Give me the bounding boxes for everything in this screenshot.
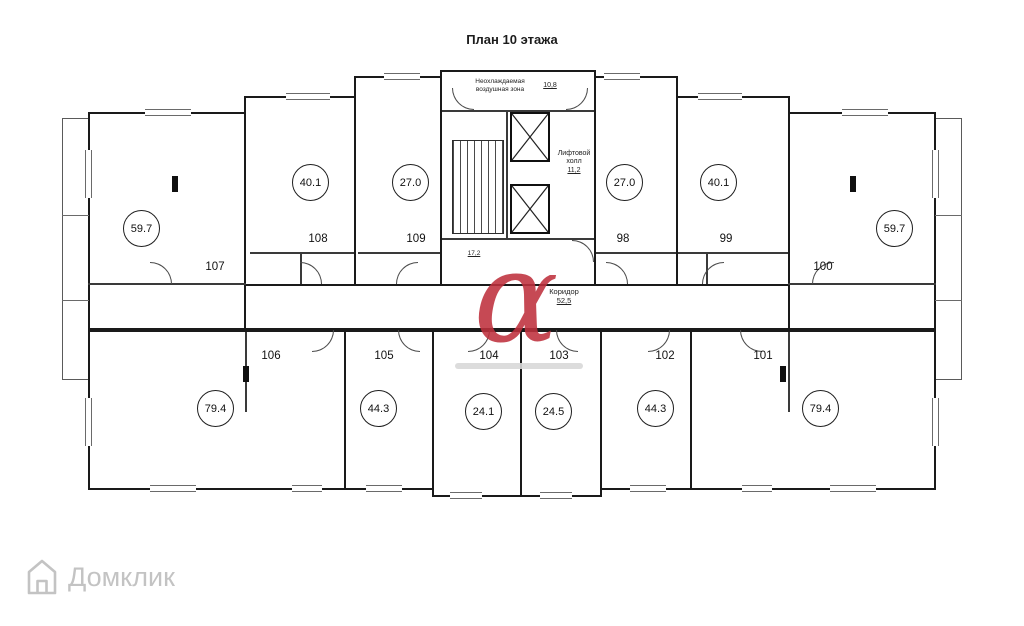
- apartment-number-105: 105: [374, 350, 394, 362]
- elevator-cross-icon: [511, 185, 549, 233]
- corridor-room: [244, 284, 790, 330]
- window-marker: [85, 398, 92, 446]
- balcony-divider: [935, 300, 962, 302]
- apartment-106-room: [88, 330, 346, 490]
- air-zone-line1: Неохлаждаемая: [475, 78, 525, 85]
- elevator-shaft-1: [510, 112, 550, 162]
- window-marker: [145, 109, 191, 116]
- balcony-divider: [935, 215, 962, 217]
- apartment-100-room: [788, 112, 936, 330]
- air-zone-area: 10,8: [543, 82, 557, 89]
- plan-title: План 10 этажа: [466, 32, 558, 47]
- window-marker: [830, 485, 876, 492]
- area-badge-98: 27.0: [606, 164, 643, 201]
- window-marker: [150, 485, 196, 492]
- elevator-hall-line2: холл: [566, 158, 582, 166]
- column-tick: [172, 176, 178, 192]
- window-marker: [932, 398, 939, 446]
- area-badge-100: 59.7: [876, 210, 913, 247]
- window-marker: [932, 150, 939, 198]
- area-badge-103: 24.5: [535, 393, 572, 430]
- window-marker: [630, 485, 666, 492]
- alpha-watermark: α: [473, 224, 559, 371]
- apartment-107-room: [88, 112, 246, 330]
- partition-wall: [788, 332, 790, 412]
- partition-wall: [506, 112, 508, 238]
- window-marker: [698, 93, 742, 100]
- corridor-name: Коридор: [549, 287, 579, 296]
- balcony-left: [62, 118, 89, 380]
- area-badge-109: 27.0: [392, 164, 429, 201]
- air-zone-label: Неохлаждаемая воздушная зона: [462, 78, 538, 94]
- staircase: [452, 140, 504, 234]
- domclick-house-icon: [27, 559, 57, 595]
- partition-wall: [442, 110, 594, 112]
- elevator-shaft-2: [510, 184, 550, 234]
- apartment-number-106: 106: [261, 350, 281, 362]
- partition-wall: [358, 252, 440, 254]
- partition-wall: [788, 283, 936, 285]
- elevator-hall-label: Лифтовой холл 11,2: [552, 150, 596, 175]
- elevator-cross-icon: [511, 113, 549, 161]
- domclick-watermark: Домклик: [26, 558, 175, 596]
- area-badge-101: 79.4: [802, 390, 839, 427]
- window-marker: [85, 150, 92, 198]
- window-marker: [450, 492, 482, 499]
- balcony-divider: [62, 215, 89, 217]
- partition-wall: [250, 252, 354, 254]
- window-marker: [286, 93, 330, 100]
- apartment-number-101: 101: [753, 350, 773, 362]
- partition-wall: [596, 252, 676, 254]
- apartment-number-103: 103: [549, 350, 569, 362]
- apartment-number-107: 107: [205, 261, 225, 273]
- apartment-number-100: 100: [813, 261, 833, 273]
- apartment-number-102: 102: [655, 350, 675, 362]
- partition-wall: [442, 238, 594, 240]
- column-tick: [243, 366, 249, 382]
- balcony-right: [935, 118, 962, 380]
- elevator-hall-line1: Лифтовой: [557, 150, 591, 157]
- window-marker: [842, 109, 888, 116]
- area-badge-106: 79.4: [197, 390, 234, 427]
- column-tick: [850, 176, 856, 192]
- corridor-area: 52,5: [556, 296, 572, 305]
- area-badge-102: 44.3: [637, 390, 674, 427]
- area-badge-99: 40.1: [700, 164, 737, 201]
- elevator-hall-area: 11,2: [567, 166, 581, 174]
- column-tick: [780, 366, 786, 382]
- window-marker: [292, 485, 322, 492]
- air-zone-line2: воздушная зона: [475, 85, 525, 93]
- balcony-divider: [62, 300, 89, 302]
- window-marker: [604, 73, 640, 80]
- apartment-number-108: 108: [308, 233, 328, 245]
- window-marker: [384, 73, 420, 80]
- apartment-number-98: 98: [616, 233, 630, 245]
- window-marker: [540, 492, 572, 499]
- watermark-underline: [455, 363, 583, 369]
- window-marker: [742, 485, 772, 492]
- domclick-brand-text: Домклик: [68, 561, 175, 592]
- stair-area-label: 17,2: [467, 250, 481, 257]
- apartment-number-109: 109: [406, 233, 426, 245]
- area-badge-107: 59.7: [123, 210, 160, 247]
- partition-wall: [678, 252, 788, 254]
- corridor-label: Коридор 52,5: [538, 287, 590, 305]
- area-badge-105: 44.3: [360, 390, 397, 427]
- partition-wall: [88, 283, 246, 285]
- area-badge-104: 24.1: [465, 393, 502, 430]
- area-badge-108: 40.1: [292, 164, 329, 201]
- window-marker: [366, 485, 402, 492]
- apartment-number-104: 104: [479, 350, 499, 362]
- apartment-number-99: 99: [719, 233, 733, 245]
